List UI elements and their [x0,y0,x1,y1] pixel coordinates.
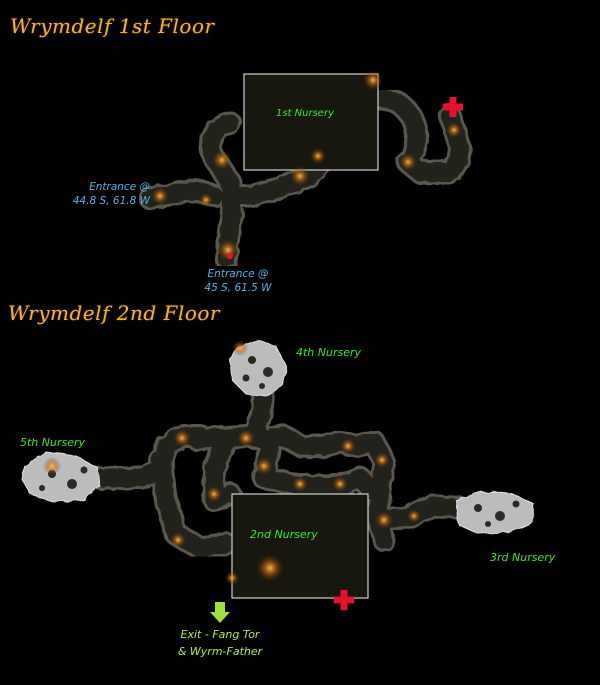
entrance-label-west: Entrance @ 44.8 S, 61.8 W [32,180,150,208]
red-cross-marker-icon [443,97,463,117]
room-2nd-nursery [231,493,369,599]
floor2-map [21,339,535,623]
exit-label-line2: & Wyrm-Father [177,645,263,658]
room-label-3rd-nursery: 3rd Nursery [490,551,556,564]
entrance-west-line2: 44.8 S, 61.8 W [72,195,150,207]
entrance-south-line2: 45 S, 61.5 W [204,282,272,294]
floor2-title: Wrymdelf 2nd Floor [8,301,220,325]
floor1-title: Wrymdelf 1st Floor [10,14,215,38]
exit-label-line1: Exit - Fang Tor [180,628,260,641]
floor1-map [138,70,472,270]
red-cross-marker-icon [334,590,354,610]
floor2-lamps [43,340,421,585]
floor1-lamps [151,70,462,261]
room-label-1st-nursery: 1st Nursery [276,108,334,119]
exit-label: Exit - Fang Tor & Wyrm-Father [158,626,282,660]
room-label-5th-nursery: 5th Nursery [20,436,86,449]
entrance-west-line1: Entrance @ [89,181,150,193]
cave-3rd-nursery [455,491,535,535]
cave-holes [39,356,520,527]
room-label-4th-nursery: 4th Nursery [296,346,362,359]
green-down-arrow-icon [210,602,230,623]
cave-5th-nursery [21,451,101,503]
room-label-2nd-nursery: 2nd Nursery [250,528,318,541]
entrance-south-line1: Entrance @ [207,268,269,280]
entrance-label-south: Entrance @ 45 S, 61.5 W [190,267,286,295]
